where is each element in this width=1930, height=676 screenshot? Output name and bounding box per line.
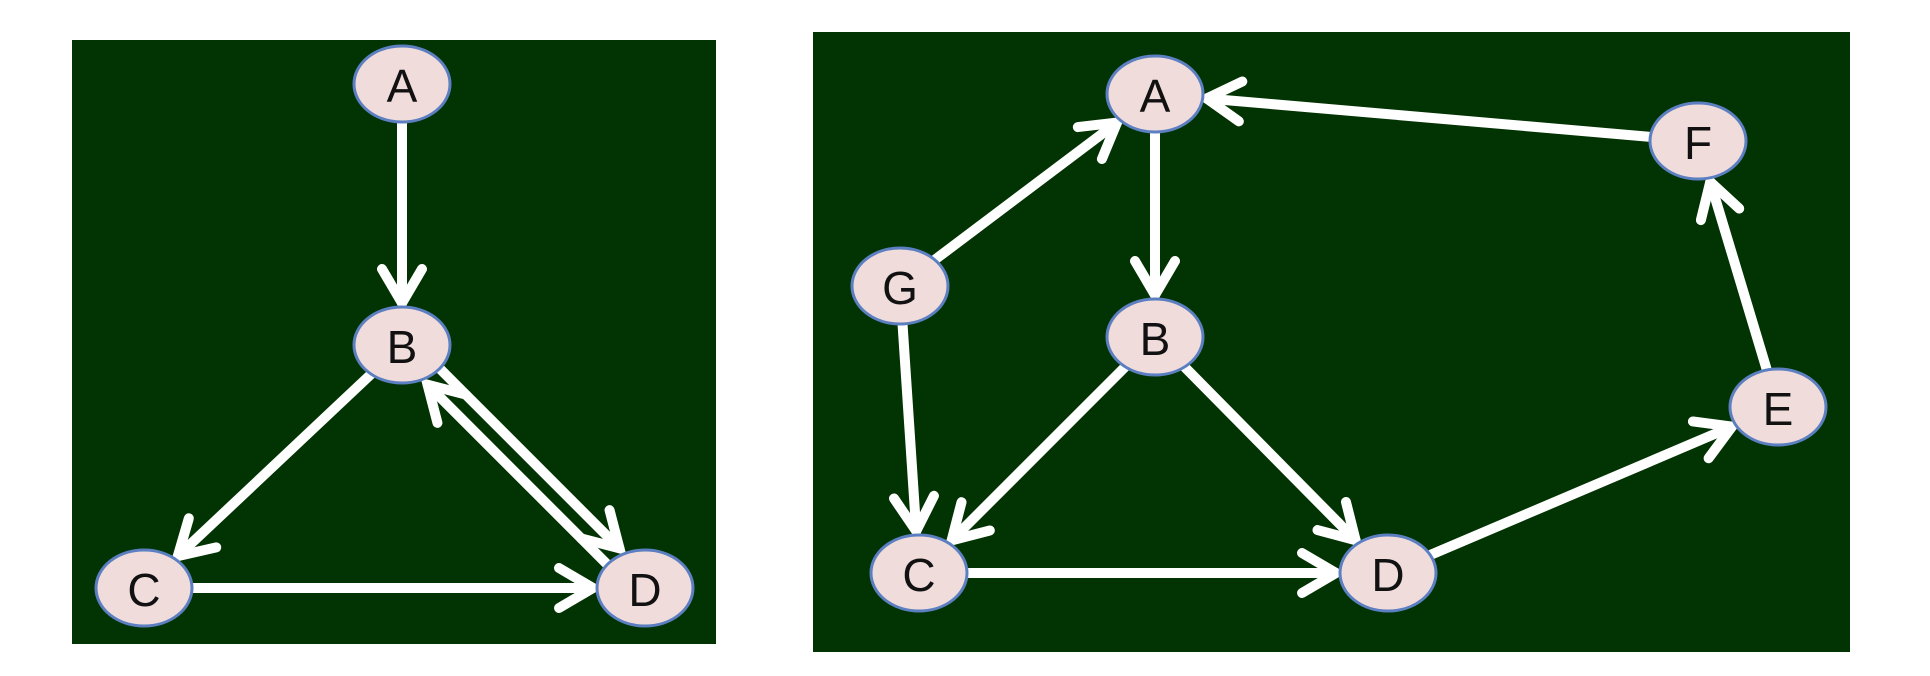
edge-A-to-B	[1130, 127, 1180, 305]
node-B-ellipse	[1105, 297, 1205, 377]
edge-C-to-D	[962, 548, 1346, 598]
node-B-label: B	[387, 321, 418, 373]
node-D-label: D	[1371, 549, 1404, 601]
node-C: C	[869, 533, 969, 613]
node-A-ellipse	[1105, 54, 1205, 134]
node-C-label: C	[127, 564, 160, 616]
node-D: D	[595, 548, 695, 628]
node-E-label: E	[1763, 383, 1794, 435]
edge-E-to-F	[1695, 172, 1772, 376]
node-G-label: G	[882, 262, 918, 314]
edge-G-to-A	[929, 116, 1125, 265]
right-graph-diagram: A B C D E F G	[813, 32, 1850, 652]
left-graph-canvas: A B C D	[94, 44, 695, 628]
node-D-ellipse	[595, 548, 695, 628]
node-E-ellipse	[1728, 367, 1828, 447]
edge-B-to-D	[1179, 361, 1363, 548]
edge-F-to-A	[1196, 76, 1656, 142]
edge-B-to-C	[170, 369, 377, 563]
node-C-ellipse	[94, 548, 194, 628]
node-D-label: D	[628, 564, 661, 616]
node-A-ellipse	[352, 44, 452, 124]
edge-C-to-D	[187, 563, 603, 613]
node-B: B	[352, 305, 452, 385]
node-A: A	[352, 44, 452, 124]
edge-B-to-C	[944, 361, 1131, 548]
edge-A-to-B	[377, 117, 427, 313]
node-C-ellipse	[869, 533, 969, 613]
node-B: B	[1105, 297, 1205, 377]
node-C-label: C	[902, 549, 935, 601]
node-F: F	[1648, 101, 1748, 181]
node-B-ellipse	[352, 305, 452, 385]
node-D-ellipse	[1338, 533, 1438, 613]
node-A-label: A	[1140, 70, 1171, 122]
node-A: A	[1105, 54, 1205, 134]
edge-D-to-B	[420, 377, 614, 571]
node-B-label: B	[1140, 313, 1171, 365]
node-A-label: A	[387, 60, 418, 112]
node-G: G	[850, 246, 950, 326]
right-graph-canvas: A B C D E F G	[850, 54, 1828, 613]
edge-D-to-E	[1425, 416, 1742, 561]
node-E: E	[1728, 367, 1828, 447]
node-D: D	[1338, 533, 1438, 613]
node-G-ellipse	[850, 246, 950, 326]
node-F-ellipse	[1648, 101, 1748, 181]
edge-G-to-C	[889, 318, 939, 541]
left-graph-diagram: A B C D	[72, 40, 716, 644]
node-C: C	[94, 548, 194, 628]
node-F-label: F	[1684, 117, 1712, 169]
